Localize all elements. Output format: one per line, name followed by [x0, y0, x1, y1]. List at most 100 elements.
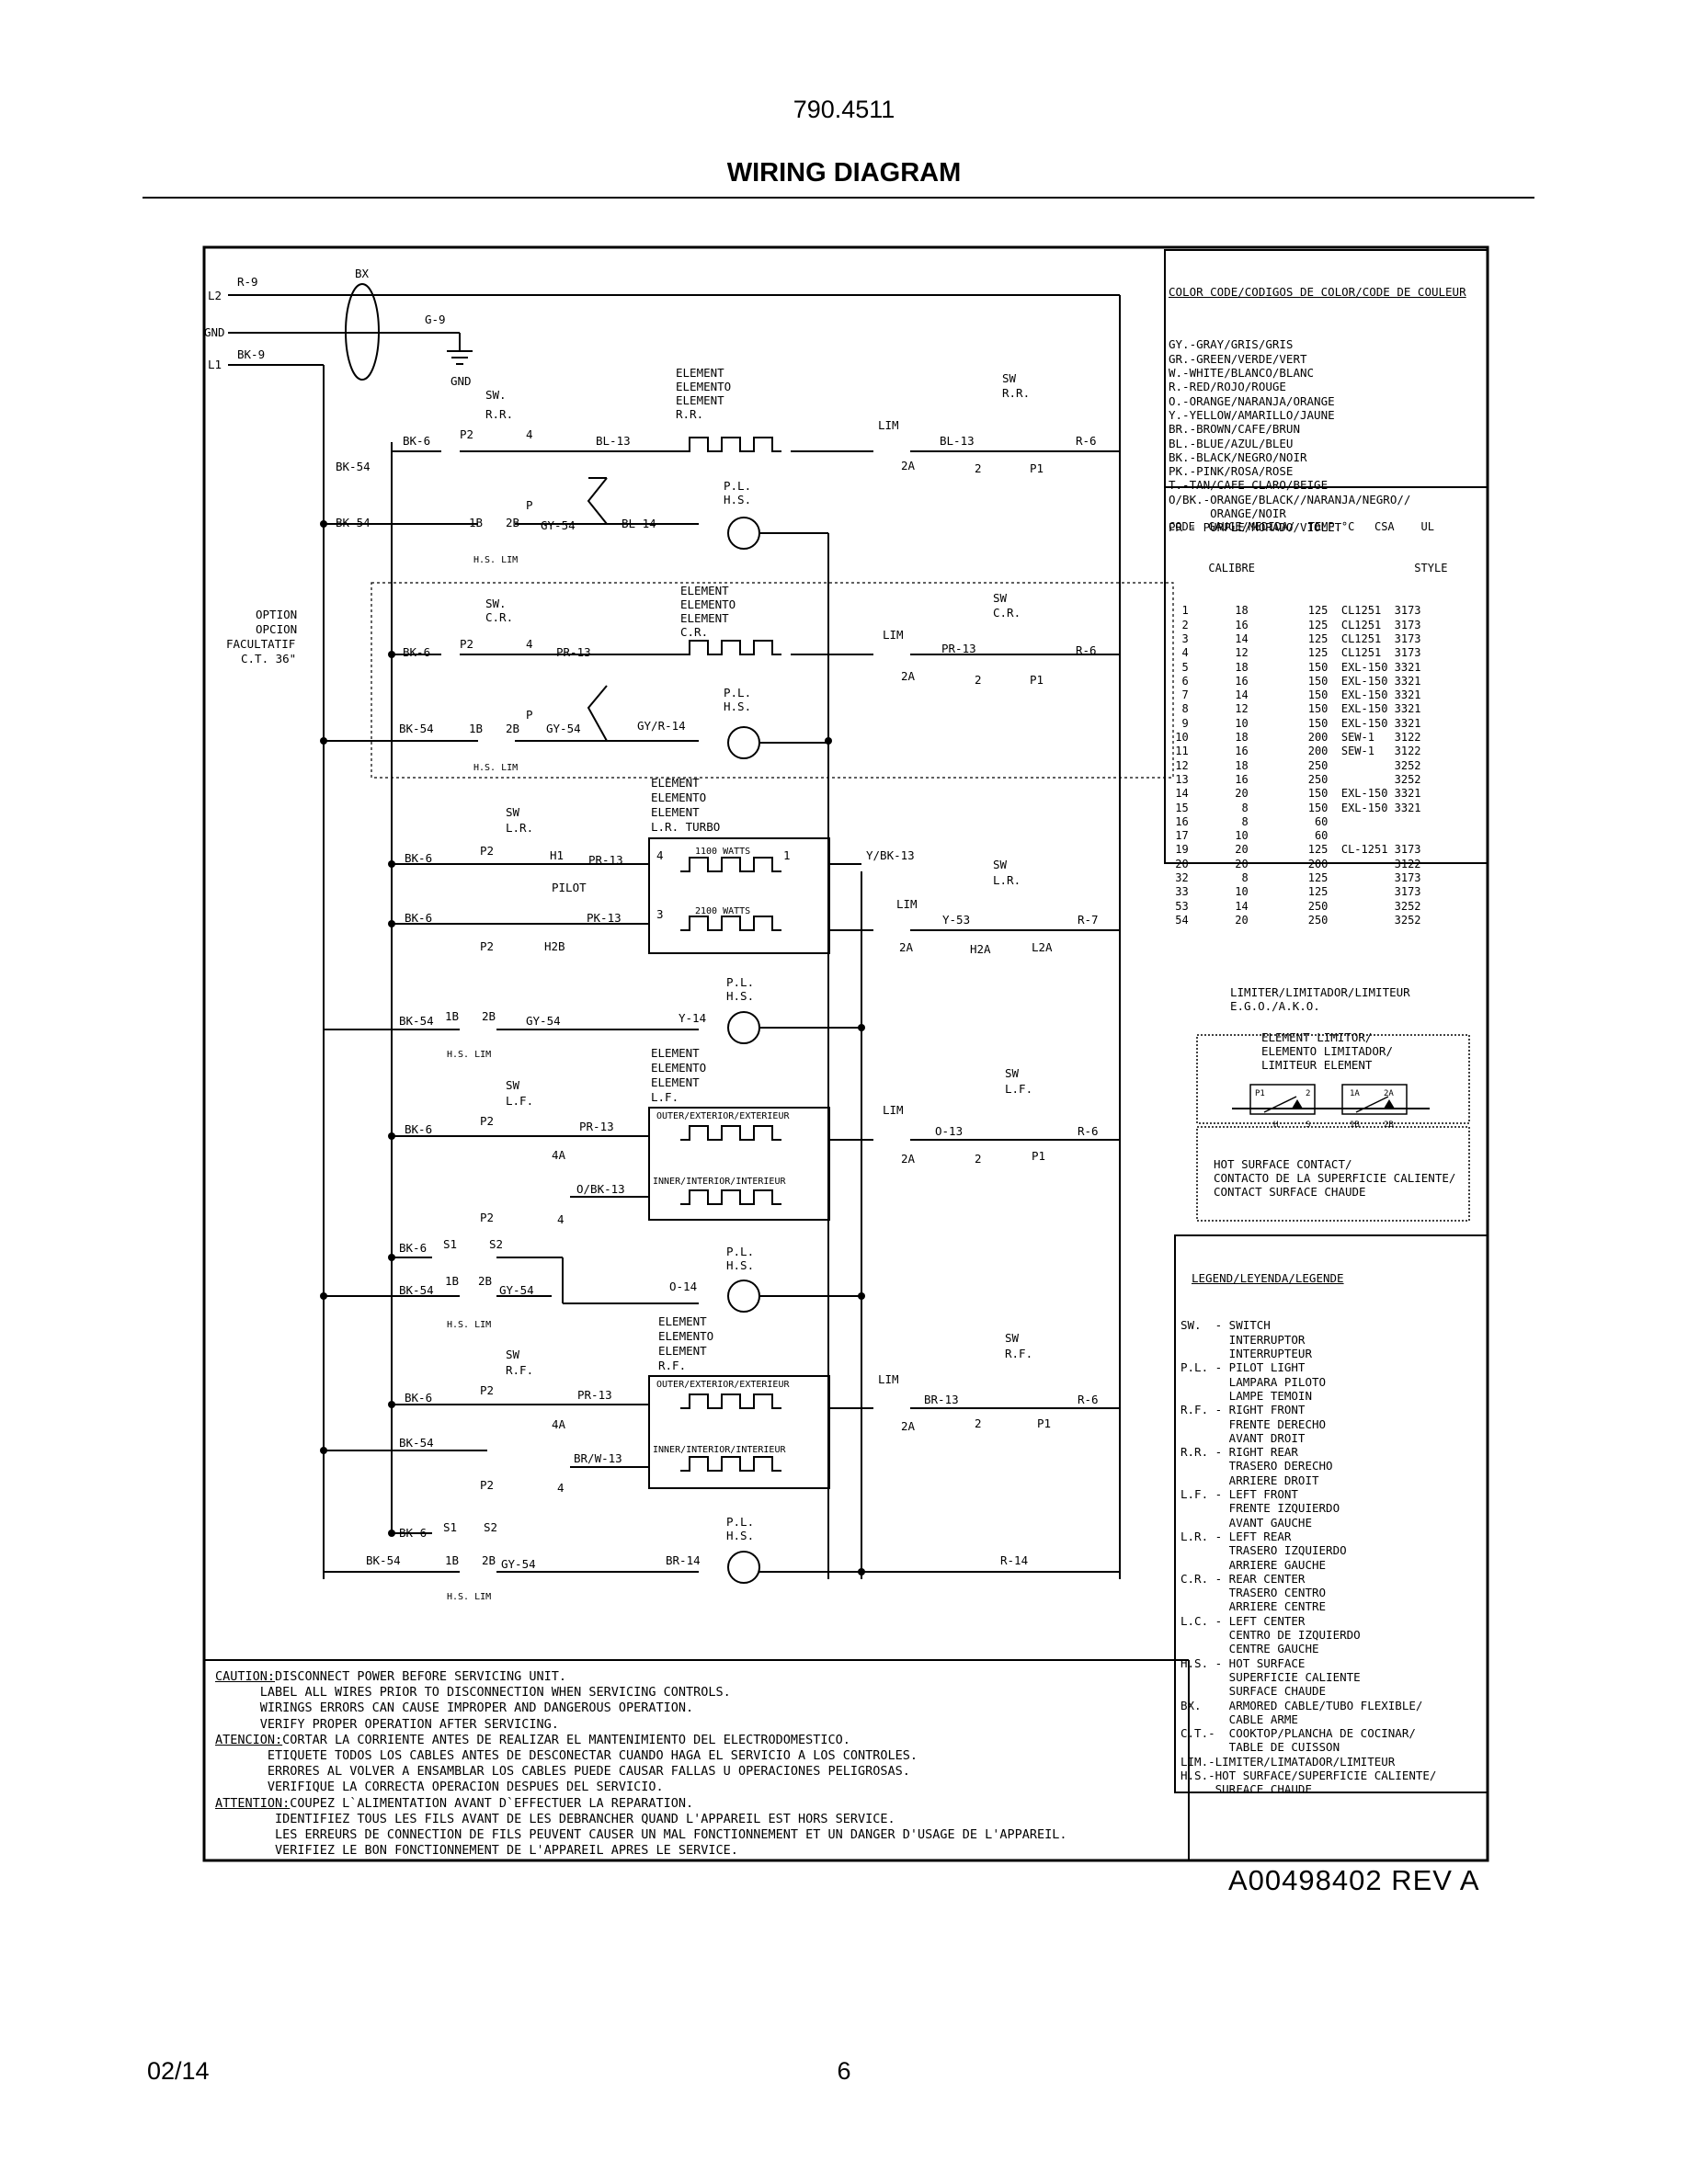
- legend-line: TABLE DE CUISSON: [1180, 1740, 1340, 1755]
- diagram-frame: [202, 245, 1489, 1862]
- lf-pl: P.L.: [726, 1245, 754, 1258]
- footer-date: 02/14: [147, 2057, 210, 2085]
- cr-hslim: H.S. LIM: [473, 763, 518, 773]
- cr-gy54: GY-54: [546, 722, 581, 735]
- attention-label: ATTENTION:: [215, 1795, 291, 1811]
- rf-4a: 4A: [552, 1417, 566, 1431]
- rr-pl: P.L.: [724, 479, 751, 493]
- rf-p2b: P2: [480, 1478, 494, 1492]
- rr-r6: R-6: [1076, 434, 1097, 448]
- legend-line: TRASERO IZQUIERDO: [1180, 1543, 1347, 1558]
- footer-page-number: 6: [837, 2057, 851, 2085]
- rf-element4: R.F.: [658, 1359, 686, 1372]
- title-rule: [143, 197, 1534, 199]
- legend-line: C.T.- COOKTOP/PLANCHA DE COCINAR/: [1180, 1726, 1416, 1741]
- r9-label: R-9: [237, 275, 258, 289]
- rf-4: 4: [557, 1481, 565, 1495]
- color-code-title: COLOR CODE/CODIGOS DE COLOR/CODE DE COUL…: [1169, 284, 1466, 299]
- gauge-row: 19 20 125 CL-1251 3173: [1169, 843, 1421, 857]
- rf-s1: S1: [443, 1520, 457, 1534]
- gauge-row: 16 8 60: [1169, 814, 1395, 828]
- legend-box: [1174, 1234, 1488, 1793]
- gauge-row: 11 16 200 SEW-1 3122: [1169, 745, 1421, 758]
- gauge-row: 15 8 150 EXL-150 3321: [1169, 801, 1421, 814]
- rr-element3: ELEMENT: [676, 393, 724, 407]
- lf-element2: ELEMENTO: [651, 1061, 706, 1075]
- rf-bk6c: BK-6: [399, 1526, 427, 1540]
- cr-gyr14: GY/R-14: [637, 719, 686, 733]
- rf-p1: P1: [1037, 1416, 1051, 1430]
- lr-element1: ELEMENT: [651, 776, 700, 790]
- cr-element2: ELEMENTO: [680, 597, 736, 611]
- legend-line: R.R. - RIGHT REAR: [1180, 1445, 1298, 1460]
- lf-2b: 2B: [478, 1274, 492, 1288]
- rf-bk6: BK-6: [405, 1391, 432, 1405]
- bx-label: BX: [355, 267, 370, 280]
- bk9-label: BK-9: [237, 347, 265, 361]
- option-label-fr: FACULTATIF: [226, 637, 295, 651]
- lf-hs: [324, 1257, 861, 1313]
- legend-line: ARRIERE DROIT: [1180, 1473, 1319, 1487]
- lr-sw2-lr: L.R.: [993, 873, 1021, 887]
- legend-line: INTERRUPTEUR: [1180, 1347, 1312, 1361]
- lf-o13: O-13: [935, 1124, 963, 1138]
- limiter-box: P1 2 H S 1A 2A 1B 2B: [1196, 1034, 1470, 1222]
- cr-lim: LIM: [883, 628, 904, 642]
- rr-bl14: BL-14: [622, 517, 656, 530]
- lf-s1: S1: [443, 1237, 457, 1251]
- rf-r14: R-14: [1000, 1553, 1028, 1567]
- rf-s2: S2: [484, 1520, 497, 1534]
- lr-2b: 2B: [482, 1009, 496, 1023]
- cr-p: P: [526, 708, 533, 722]
- legend-line: INTERRUPTOR: [1180, 1332, 1306, 1347]
- cr-bk54: BK-54: [399, 722, 434, 735]
- rr-bk54: BK-54: [336, 460, 371, 473]
- color-code-entry: R.-RED/ROJO/ROUGE: [1169, 380, 1286, 394]
- caution-label: CAUTION:: [215, 1669, 276, 1684]
- lf-1b: 1B: [445, 1274, 459, 1288]
- lr-h2b: H2B: [544, 939, 565, 953]
- legend-line: FRENTE DERECHO: [1180, 1416, 1327, 1431]
- cr-2b: 2B: [506, 722, 519, 735]
- rf-circuit: [324, 1375, 1120, 1489]
- legend-line: FRENTE IZQUIERDO: [1180, 1501, 1340, 1516]
- g9-label: G-9: [425, 313, 446, 326]
- cr-pr13: PR-13: [556, 645, 591, 659]
- lr-sw2: SW: [993, 858, 1008, 871]
- lr-element3: ELEMENT: [651, 805, 700, 819]
- legend-line: SURFACE CHAUDE: [1180, 1684, 1327, 1699]
- lr-lim: LIM: [896, 897, 918, 911]
- lr-4: 4: [656, 848, 664, 862]
- rr-2a: 2A: [901, 459, 916, 472]
- lf-bk6c: BK-6: [399, 1241, 427, 1255]
- limiter-hs-1: HOT SURFACE CONTACT/: [1214, 1157, 1352, 1171]
- legend-line: L.R. - LEFT REAR: [1180, 1529, 1292, 1543]
- cr-bk6: BK-6: [403, 645, 430, 659]
- legend-line: TRASERO DERECHO: [1180, 1459, 1333, 1473]
- legend-line: ARRIERE CENTRE: [1180, 1599, 1327, 1614]
- lr-sw-lr: L.R.: [506, 821, 533, 835]
- legend-line: LAMPARA PILOTO: [1180, 1374, 1327, 1389]
- color-code-entry: O/BK.-ORANGE/BLACK//NARANJA/NEGRO//: [1169, 492, 1411, 506]
- limiter-title-1: LIMITER/LIMITADOR/LIMITEUR: [1230, 985, 1410, 999]
- color-code-entry: Y.-YELLOW/AMARILLO/JAUNE: [1169, 407, 1335, 422]
- lr-ybk13: Y/BK-13: [866, 848, 915, 862]
- model-number: 790.4511: [793, 96, 895, 123]
- legend-panel: LEGEND/LEYENDA/LEGENDE SW. - SWITCH INTE…: [1180, 1243, 1436, 1811]
- rr-sw2-rr: R.R.: [1002, 386, 1030, 400]
- cr-sw2-cr: C.R.: [993, 606, 1021, 620]
- rf-inner: INNER/INTERIOR/INTERIEUR: [653, 1445, 786, 1455]
- rf-element3: ELEMENT: [658, 1344, 707, 1358]
- legend-line: ARRIERE GAUCHE: [1180, 1557, 1327, 1572]
- cr-element3: ELEMENT: [680, 611, 729, 625]
- limiter-inner-3: LIMITEUR ELEMENT: [1261, 1058, 1373, 1072]
- rf-2a: 2A: [901, 1419, 916, 1433]
- legend-line: H.S.-HOT SURFACE/SUPERFICIE CALIENTE/: [1180, 1768, 1437, 1782]
- lf-lim: LIM: [883, 1103, 904, 1117]
- legend-line: TRASERO CENTRO: [1180, 1586, 1327, 1600]
- legend-title: LEGEND/LEYENDA/LEGENDE: [1192, 1270, 1344, 1285]
- gauge-row: 8 12 150 EXL-150 3321: [1169, 702, 1421, 716]
- gauge-row: 53 14 250 3252: [1169, 899, 1421, 913]
- rf-bk54: BK-54: [399, 1436, 434, 1450]
